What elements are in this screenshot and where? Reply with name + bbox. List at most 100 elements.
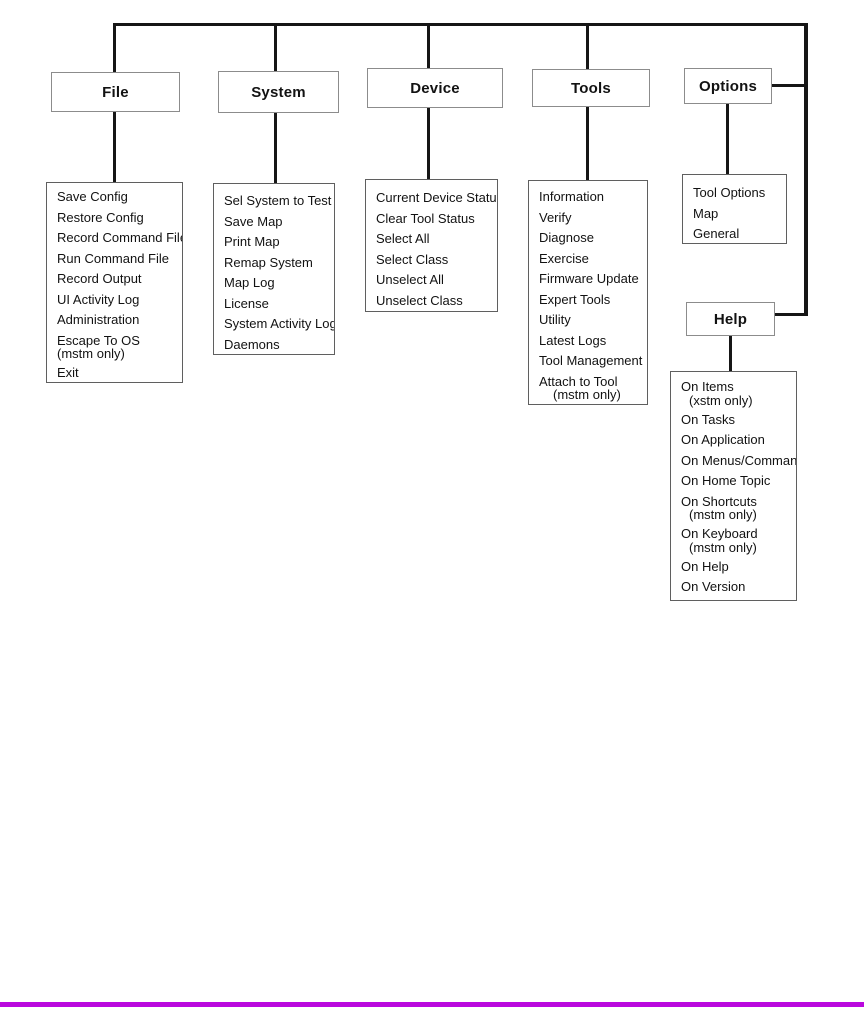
menu-item: Record Command File [57,228,182,249]
connector-system-to-list [274,113,277,183]
menu-item-label: Select Class [376,251,449,267]
menu-item-label: Verify [539,209,572,225]
menu-item: On Items(xstm only) [681,377,796,410]
menu-item-label: Utility [539,312,571,327]
connector-file-top [113,23,116,72]
menu-item: On Keyboard(mstm only) [681,524,796,557]
menu-item-label: Current Device Status [376,190,498,205]
menu-item-label: Map [693,205,719,221]
menu-item: Save Config [57,187,182,208]
menu-item: On Home Topic [681,471,796,492]
menu-label-device: Device [410,79,460,97]
menu-label-options: Options [698,77,758,95]
menu-item: Diagnose [539,228,647,249]
menu-item-label: On Shortcuts [681,493,757,509]
menu-item: Select Class [376,250,497,271]
menu-item-label: On Keyboard [681,526,758,541]
connector-system-top [274,23,277,71]
menu-item-label: Diagnose [539,230,594,245]
menu-item-label: Information [539,189,605,204]
menu-item-label: Expert Tools [539,291,611,307]
menu-item-label: Restore Config [57,209,144,225]
menu-item-note: (xstm only) [689,392,753,408]
menu-item-label: Record Command File [57,230,183,245]
menu-item-label: System Activity Log [224,316,335,331]
menu-item: Map [693,204,786,225]
menu-item-label: On Menus/Command [681,452,797,468]
menu-box-options: Options [684,68,772,104]
menu-item: Firmware Update [539,269,647,290]
menu-item-label: UI Activity Log [57,291,140,307]
menu-item-label: On Tasks [681,411,735,427]
menu-item: Select All [376,229,497,250]
menu-item: On Version [681,577,796,598]
connector-device-to-list [427,108,430,179]
menu-box-help: Help [686,302,775,336]
connector-file-to-list [113,112,116,182]
menu-item-label: Record Output [57,271,142,286]
menu-item: On Help [681,557,796,578]
menu-label-help: Help [713,310,748,328]
menu-item-label: Daemons [224,336,280,352]
menu-item-label: License [224,295,269,311]
menu-item: License [224,294,334,315]
menu-item-label: Escape To OS [57,332,140,348]
menu-item-label: Tool Options [693,185,766,200]
menu-item-label: Unselect Class [376,292,463,308]
menu-item: Run Command File [57,249,182,270]
menu-item: Restore Config [57,208,182,229]
menu-item-label: Exit [57,365,79,380]
menu-item-label: On Application [681,432,765,447]
menu-item: On Application [681,430,796,451]
menu-item: Latest Logs [539,331,647,352]
menu-item: Unselect Class [376,291,497,312]
menu-item-label: General [693,226,740,241]
menu-label-system: System [251,83,306,101]
menu-item: Clear Tool Status [376,209,497,230]
connector-top-horizontal [114,23,808,26]
menu-item: System Activity Log [224,314,334,335]
menu-label-tools: Tools [571,79,611,97]
menu-item-label: Clear Tool Status [376,210,475,226]
menu-item-label: Tool Management [539,353,643,368]
menu-item-label: On Items [681,379,734,394]
menu-item: Exit [57,363,182,382]
menu-item-note: (mstm only) [689,507,757,522]
menu-item-label: Attach to Tool [539,373,618,389]
menu-box-tools: Tools [532,69,650,107]
connector-device-top [427,23,430,68]
menu-item-label: Map Log [224,275,275,290]
menu-item-label: Print Map [224,234,280,249]
menu-item-label: Remap System [224,254,313,270]
menu-item-label: Exercise [539,250,589,266]
footer-rule [0,1002,864,1007]
menu-label-file: File [102,83,129,101]
menu-item-label: Administration [57,312,140,327]
menu-item: Current Device Status [376,188,497,209]
connector-options-right [772,84,808,87]
menu-item: Escape To OS(mstm only) [57,331,182,364]
menu-item-label: Run Command File [57,250,169,266]
menu-item: Sel System to Test [224,191,334,212]
menu-item: Attach to Tool(mstm only) [539,372,647,405]
menu-item: On Menus/Command [681,451,796,472]
menu-item: UI Activity Log [57,290,182,311]
menu-item: Administration [57,310,182,331]
connector-help-right [775,313,808,316]
menu-item-note: (mstm only) [689,539,757,555]
menu-item-label: Sel System to Test [224,193,332,208]
menu-item: Map Log [224,273,334,294]
menu-item-label: Save Map [224,213,283,229]
connector-options-to-list [726,104,729,174]
menu-item-label: Select All [376,231,430,246]
menu-item: Utility [539,310,647,331]
menu-item-label: Save Config [57,189,128,204]
menu-item-label: Latest Logs [539,332,607,348]
menu-box-file: File [51,72,180,112]
menu-item-label: On Help [681,558,729,574]
